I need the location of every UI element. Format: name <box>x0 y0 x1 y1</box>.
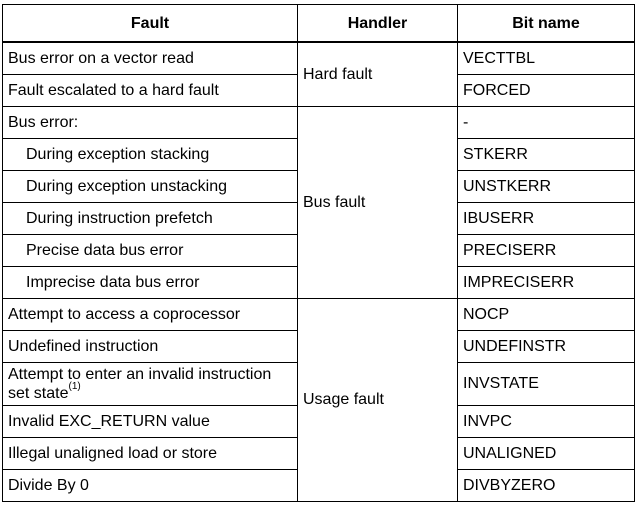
header-bit-name: Bit name <box>457 4 635 43</box>
bit-name-cell: INVPC <box>457 404 635 438</box>
fault-cell: Precise data bus error <box>2 233 298 267</box>
table-row: During exception stacking STKERR <box>2 137 635 171</box>
table-row: Imprecise data bus error IMPRECISERR <box>2 265 635 299</box>
fault-cell: During exception stacking <box>2 137 298 171</box>
table-row: Divide By 0 DIVBYZERO <box>2 468 635 502</box>
fault-cell: During exception unstacking <box>2 169 298 203</box>
header-fault: Fault <box>2 4 298 43</box>
table-header: Fault Handler Bit name <box>2 4 635 43</box>
bit-name-cell: IBUSERR <box>457 201 635 235</box>
bit-name-cell: INVSTATE <box>457 361 635 406</box>
fault-text: Attempt to enter an invalid instruction … <box>8 365 272 402</box>
fault-table: Fault Handler Bit name Bus error on a ve… <box>2 4 635 502</box>
footnote-marker: (1) <box>68 381 81 393</box>
bit-name-cell: UNDEFINSTR <box>457 329 635 363</box>
bit-name-cell: STKERR <box>457 137 635 171</box>
table-row: Attempt to access a coprocessor Usage fa… <box>2 297 635 502</box>
fault-cell: Invalid EXC_RETURN value <box>2 404 298 438</box>
bit-name-cell: IMPRECISERR <box>457 265 635 299</box>
fault-cell: During instruction prefetch <box>2 201 298 235</box>
table-row: Bus error: Bus fault - <box>2 105 635 299</box>
table-row: Precise data bus error PRECISERR <box>2 233 635 267</box>
bit-name-cell: UNALIGNED <box>457 436 635 470</box>
bit-name-cell: UNSTKERR <box>457 169 635 203</box>
table-row: Undefined instruction UNDEFINSTR <box>2 329 635 363</box>
bit-name-cell: VECTTBL <box>457 41 635 75</box>
fault-cell: Undefined instruction <box>2 329 298 363</box>
fault-cell: Attempt to access a coprocessor <box>2 297 298 331</box>
fault-cell: Divide By 0 <box>2 468 298 502</box>
bit-name-cell: NOCP <box>457 297 635 331</box>
bit-name-cell: PRECISERR <box>457 233 635 267</box>
table-row: Attempt to enter an invalid instruction … <box>2 361 635 406</box>
fault-cell: Attempt to enter an invalid instruction … <box>2 361 298 406</box>
table-row: Fault escalated to a hard fault FORCED <box>2 73 635 107</box>
table-row: During exception unstacking UNSTKERR <box>2 169 635 203</box>
fault-cell: Illegal unaligned load or store <box>2 436 298 470</box>
fault-cell: Fault escalated to a hard fault <box>2 73 298 107</box>
handler-cell-usage-fault: Usage fault <box>297 297 458 502</box>
fault-cell: Imprecise data bus error <box>2 265 298 299</box>
bit-name-cell: - <box>457 105 635 139</box>
table-row: During instruction prefetch IBUSERR <box>2 201 635 235</box>
bit-name-cell: DIVBYZERO <box>457 468 635 502</box>
fault-cell: Bus error on a vector read <box>2 41 298 75</box>
table-row: Invalid EXC_RETURN value INVPC <box>2 404 635 438</box>
table-row: Illegal unaligned load or store UNALIGNE… <box>2 436 635 470</box>
handler-cell-hard-fault: Hard fault <box>297 41 458 107</box>
handler-cell-bus-fault: Bus fault <box>297 105 458 299</box>
bit-name-cell: FORCED <box>457 73 635 107</box>
header-handler: Handler <box>297 4 458 43</box>
table-row: Bus error on a vector read Hard fault VE… <box>2 41 635 107</box>
fault-cell: Bus error: <box>2 105 298 139</box>
